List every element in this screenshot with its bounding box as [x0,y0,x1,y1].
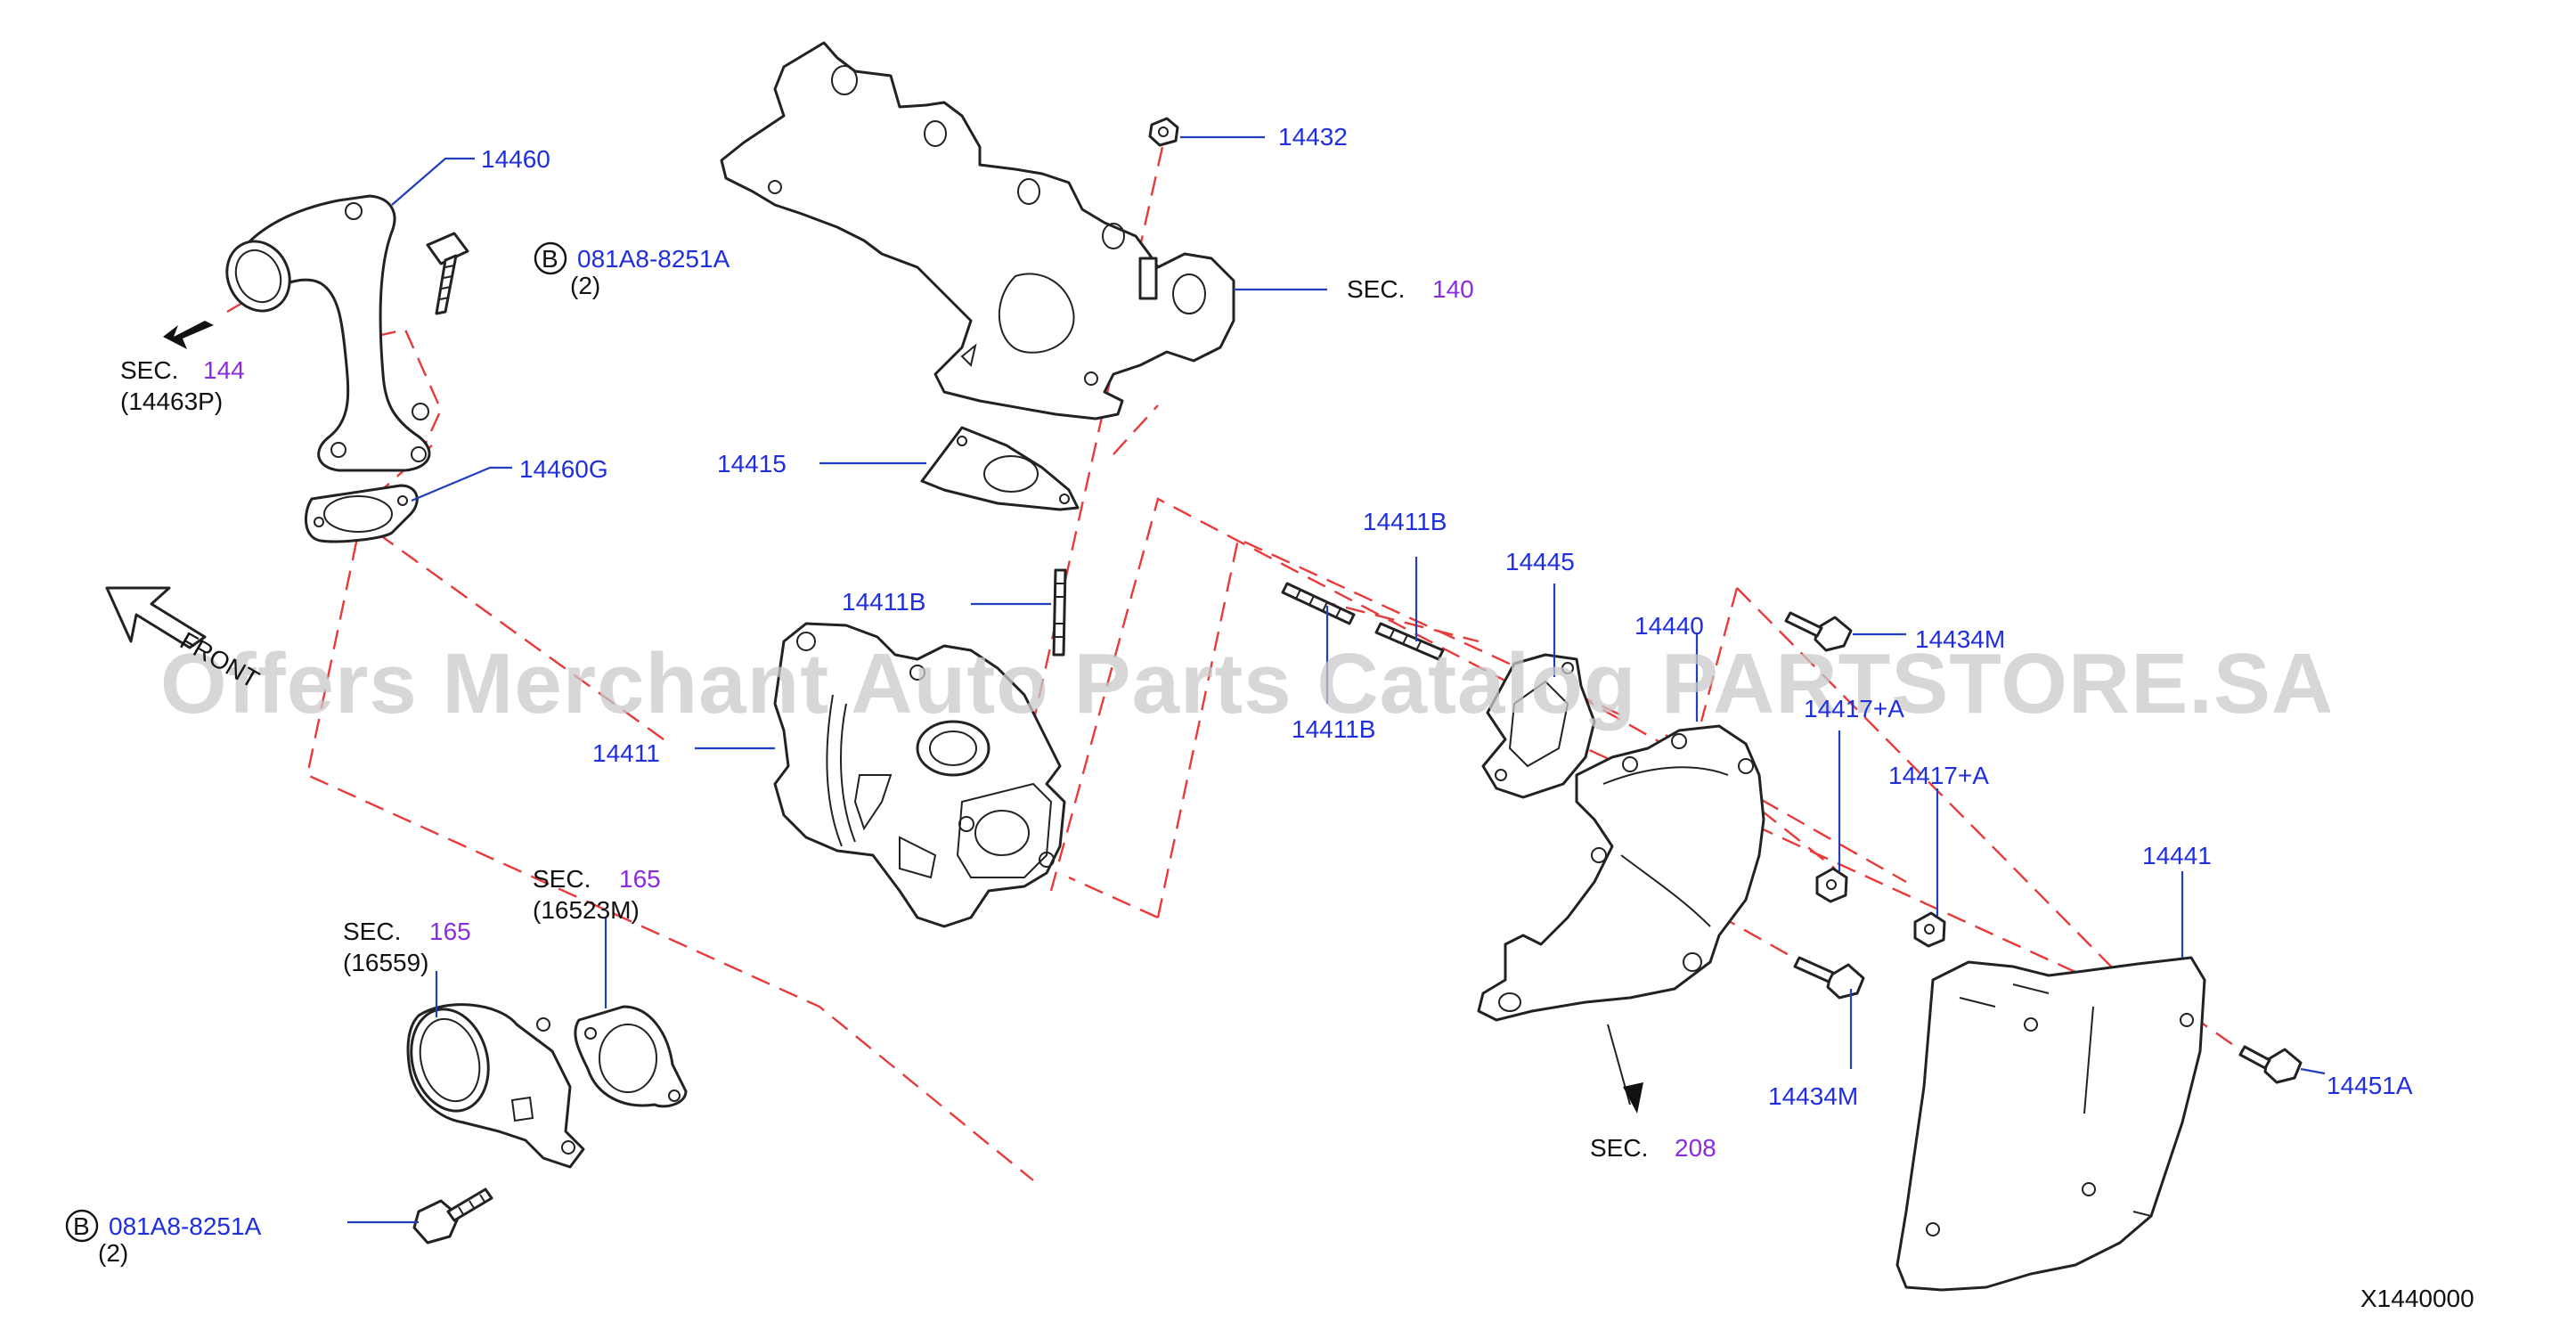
gasket-14415[interactable] [920,426,1080,511]
sec-ref-208[interactable]: SEC. 208 [1590,1134,1716,1162]
turbocharger-14411[interactable] [773,622,1066,928]
stud-14411B-b[interactable] [1374,622,1445,661]
sec-ref-140[interactable]: SEC. 140 [1347,275,1474,303]
sec-ref-165-16559[interactable]: SEC. 165 (16559) [343,918,471,976]
label-14451A[interactable]: 14451A [2327,1072,2413,1099]
badge-letter: B [73,1212,90,1240]
sec-sub: (16559) [343,949,429,976]
sec-word: SEC. [120,356,178,384]
sec-ref-165-16523M[interactable]: SEC. 165 (16523M) [533,865,661,924]
label-14441[interactable]: 14441 [2142,842,2212,869]
sec-sub: (16523M) [533,896,640,924]
bolt-qty-bottom: (2) [98,1239,128,1267]
callout-bolt-top[interactable]: B 081A8-8251A (2) [534,241,730,299]
arrow-sec-144 [163,321,214,349]
label-14432[interactable]: 14432 [1278,123,1348,151]
callout-bolt-bottom[interactable]: B 081A8-8251A (2) [65,1209,262,1267]
stud-14411B-a[interactable] [1281,582,1356,625]
label-14417A-a[interactable]: 14417+A [1804,695,1904,722]
exhaust-manifold-sec-140[interactable] [720,41,1235,420]
heat-shield-14441[interactable] [1895,956,2206,1292]
nut-14432[interactable] [1148,117,1179,147]
bolt-081A8-bottom[interactable] [412,1187,493,1244]
exhaust-outlet-14440[interactable] [1477,724,1765,1022]
bolt-qty-top: (2) [570,272,600,299]
label-14411B-left[interactable]: 14411B [842,588,925,616]
label-14417A-b[interactable]: 14417+A [1888,762,1989,789]
label-14411[interactable]: 14411 [592,739,660,767]
gasket-14445[interactable] [1481,653,1596,799]
sec-number: 165 [619,865,661,893]
label-14445[interactable]: 14445 [1505,548,1575,575]
label-14434M-bottom[interactable]: 14434M [1768,1082,1858,1110]
water-outlet-pipe-14460[interactable] [216,194,431,472]
stud-14411B-vertical[interactable] [1052,568,1067,657]
badge-letter: B [542,245,558,273]
sec-number: 165 [429,918,471,945]
label-14434M-top[interactable]: 14434M [1915,625,2005,653]
sec-number: 144 [203,356,245,384]
bolt-14434M-top[interactable] [1784,611,1853,652]
gasket-sec-165-16523M[interactable] [574,1005,688,1108]
bolt-code-top: 081A8-8251A [577,245,730,273]
nut-14417A-b[interactable] [1913,911,1946,948]
label-14440[interactable]: 14440 [1634,612,1704,640]
label-14411B-top[interactable]: 14411B [1363,508,1447,535]
bolt-081A8-top[interactable] [426,232,469,315]
leader-lines [347,135,2326,1224]
front-arrow-icon [105,586,207,649]
bolt-14451A[interactable] [2238,1045,2303,1084]
sec-sub: (14463P) [120,388,223,415]
intake-pipe-sec-165-16559[interactable] [400,1000,585,1169]
sec-word: SEC. [1590,1134,1648,1162]
sec-number: 208 [1675,1134,1716,1162]
sec-number: 140 [1432,275,1474,303]
badge-circle [65,1209,99,1243]
badge-circle [534,241,567,275]
sec-ref-144[interactable]: SEC. 144 (14463P) [120,356,245,415]
label-14411B-bottom[interactable]: 14411B [1292,715,1375,743]
nut-14417A-a[interactable] [1815,867,1848,903]
watermark-text: Offers Merchant Auto Parts Catalog PARTS… [160,636,2334,731]
label-14460[interactable]: 14460 [481,145,550,173]
part-labels: 14460 14460G 14432 14415 14411B 14411B 1… [481,123,2413,1110]
sec-word: SEC. [343,918,401,945]
label-14415[interactable]: 14415 [717,450,787,477]
arrow-sec-208 [1607,1024,1643,1114]
sec-word: SEC. [1347,275,1405,303]
bolt-code-bottom: 081A8-8251A [109,1212,262,1240]
bolt-14434M-bottom[interactable] [1793,956,1865,1000]
label-14460G[interactable]: 14460G [519,455,608,483]
gasket-14460G[interactable] [304,484,419,543]
sec-word: SEC. [533,865,591,893]
diagram-code: X1440000 [2360,1285,2474,1312]
